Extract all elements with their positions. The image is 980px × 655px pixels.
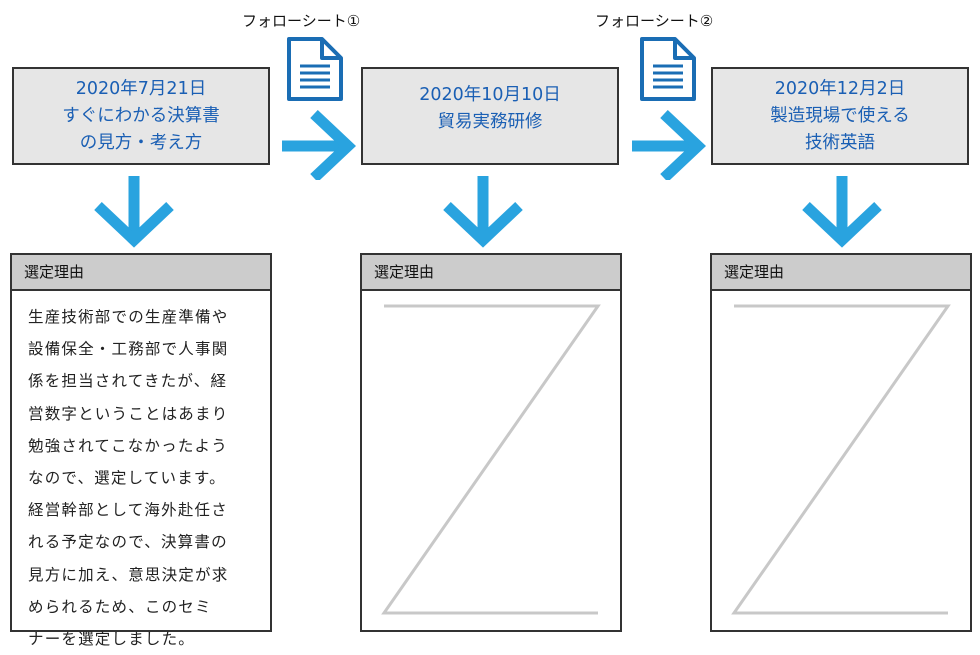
reason-line: れる予定なので、決算書の [28, 533, 228, 552]
course-title-line: 貿易実務研修 [437, 112, 543, 132]
reason-line: 営数字ということはあまり [28, 404, 229, 423]
course-date: 2020年12月2日 [774, 78, 906, 99]
reason-card-1: 選定理由 生産技術部での生産準備や 設備保全・工務部で人事関 係を担当されてきた… [10, 253, 272, 648]
course-title-line: の見方・考え方 [79, 132, 203, 153]
right-arrow-icon [282, 110, 356, 180]
course-date: 2020年10月10日 [419, 85, 561, 105]
course-title-line: 製造現場で使える [770, 105, 910, 126]
down-arrow-icon [443, 176, 523, 248]
reason-card-3: 選定理由 [710, 253, 972, 632]
reason-header: 選定理由 [12, 255, 270, 291]
reason-line: 経営幹部として海外赴任さ [28, 501, 228, 520]
course-box-2: 2020年10月10日 貿易実務研修 [361, 67, 619, 165]
course-date: 2020年7月21日 [75, 78, 207, 99]
document-icon [640, 37, 696, 101]
reason-line: ナーを選定しました。 [28, 630, 196, 649]
reason-line: められるため、このセミ [28, 597, 212, 616]
reason-text: 生産技術部での生産準備や 設備保全・工務部で人事関 係を担当されてきたが、経 営… [12, 291, 270, 655]
blank-z-mark [731, 304, 951, 615]
followup-label-1: フォローシート① [242, 12, 361, 30]
reason-line: 勉強されてこなかったよう [28, 436, 228, 455]
down-arrow-icon [802, 176, 882, 248]
reason-line: なので、選定しています。 [28, 469, 226, 488]
right-arrow-icon [632, 110, 706, 180]
down-arrow-icon [94, 176, 174, 248]
followup-label-2: フォローシート② [595, 12, 714, 30]
reason-line: 生産技術部での生産準備や [28, 308, 229, 326]
reason-line: 見方に加え、意思決定が求 [28, 565, 229, 584]
course-box-3: 2020年12月2日 製造現場で使える 技術英語 [711, 67, 969, 165]
course-title-line: すぐにわかる決算書 [62, 105, 220, 126]
course-box-1: 2020年7月21日 すぐにわかる決算書 の見方・考え方 [12, 67, 270, 165]
document-icon [287, 37, 343, 101]
course-title-line: 技術英語 [805, 132, 875, 153]
reason-line: 設備保全・工務部で人事関 [28, 340, 229, 359]
reason-card-2: 選定理由 [360, 253, 622, 632]
blank-z-mark [381, 304, 601, 615]
reason-header: 選定理由 [712, 255, 970, 291]
reason-line: 係を担当されてきたが、経 [28, 372, 228, 391]
reason-header: 選定理由 [362, 255, 620, 291]
